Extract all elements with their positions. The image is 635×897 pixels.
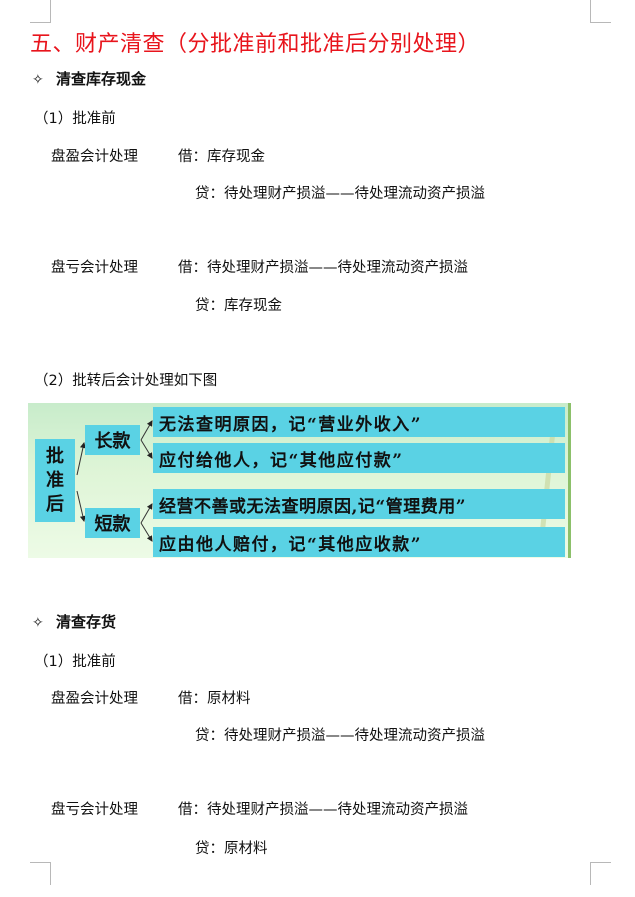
root-char: 批 <box>46 445 64 467</box>
crop-mark-top-right <box>590 0 611 23</box>
surplus-debit: 借：原材料 <box>178 691 251 707</box>
diagram-branch-shortage: 短款 <box>85 508 140 538</box>
subheading-before-approval: （1）批准前 <box>34 654 116 670</box>
surplus-credit: 贷：待处理财产损溢——待处理流动资产损溢 <box>195 728 485 744</box>
shortage-label: 盘亏会计处理 <box>51 802 138 818</box>
page-title: 五、财产清查（分批准前和批准后分别处理） <box>30 32 481 57</box>
branch-arrows <box>76 420 153 542</box>
surplus-debit: 借：库存现金 <box>178 149 265 165</box>
surplus-label: 盘盈会计处理 <box>51 149 138 165</box>
shortage-label: 盘亏会计处理 <box>51 260 138 276</box>
diagram-leaf: 应由他人赔付，记“其他应收款” <box>153 527 565 557</box>
diagram-leaf: 经营不善或无法查明原因,记“管理费用” <box>153 489 565 519</box>
crop-mark-bottom-right <box>590 862 611 885</box>
diamond-bullet-icon: ✧ <box>32 72 44 88</box>
shortage-credit: 贷：原材料 <box>195 841 268 857</box>
crop-mark-top-left <box>30 0 51 23</box>
subheading-before-approval: （1）批准前 <box>34 111 116 127</box>
surplus-label: 盘盈会计处理 <box>51 691 138 707</box>
root-char: 后 <box>46 493 64 515</box>
diamond-bullet-icon: ✧ <box>32 615 44 631</box>
section-heading-cash: ✧ 清查库存现金 <box>32 68 146 89</box>
section-heading-inventory: ✧ 清查存货 <box>32 611 116 632</box>
section-heading-text: 清查存货 <box>56 613 117 631</box>
diagram-leaf: 应付给他人，记“其他应付款” <box>153 443 565 473</box>
diagram-root-after-approval: 批 准 后 <box>35 439 75 522</box>
diagram-branch-surplus: 长款 <box>85 425 140 455</box>
crop-mark-bottom-left <box>30 862 51 885</box>
root-char: 准 <box>46 469 64 491</box>
shortage-debit: 借：待处理财产损溢——待处理流动资产损溢 <box>178 260 468 276</box>
subheading-after-approval: （2）批转后会计处理如下图 <box>34 373 218 389</box>
after-approval-diagram: 批 准 后 长款 短款 无法查明原因，记“营业外收入” 应付给他人，记“其他应付… <box>28 403 571 558</box>
shortage-debit: 借：待处理财产损溢——待处理流动资产损溢 <box>178 802 468 818</box>
section-heading-text: 清查库存现金 <box>56 70 147 88</box>
shortage-credit: 贷：库存现金 <box>195 298 282 314</box>
diagram-leaf: 无法查明原因，记“营业外收入” <box>153 407 565 437</box>
surplus-credit: 贷：待处理财产损溢——待处理流动资产损溢 <box>195 186 485 202</box>
